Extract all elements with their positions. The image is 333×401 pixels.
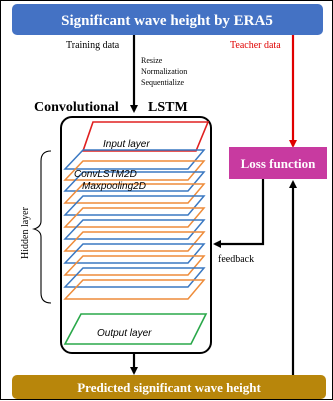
title-box bbox=[12, 4, 323, 35]
title-text: Significant wave height by ERA5 bbox=[61, 13, 273, 29]
hidden-plane-2 bbox=[63, 160, 206, 181]
hidden-layer-planes bbox=[63, 149, 206, 300]
hidden-plane-12 bbox=[63, 279, 206, 300]
hidden-plane-4 bbox=[63, 183, 206, 204]
training-data-label: Training data bbox=[66, 40, 120, 51]
maxpooling-label: Maxpooling2D bbox=[82, 181, 146, 192]
hidden-layer-brace bbox=[32, 150, 52, 304]
model-box bbox=[60, 116, 212, 354]
hidden-plane-7 bbox=[63, 219, 206, 240]
hidden-plane-9 bbox=[63, 243, 206, 264]
model-title-left: Convolutional bbox=[34, 100, 119, 115]
output-layer-label: Output layer bbox=[97, 328, 152, 339]
model-title-right: LSTM bbox=[148, 100, 188, 115]
output-box bbox=[12, 375, 326, 399]
feedback-label: feedback bbox=[218, 254, 254, 265]
loss-function-box bbox=[229, 147, 327, 179]
hidden-plane-8 bbox=[63, 231, 206, 252]
convlstm-label: ConvLSTM2D bbox=[74, 169, 137, 180]
hidden-plane-3 bbox=[63, 171, 206, 192]
hidden-layer-label: Hidden layer bbox=[20, 206, 31, 259]
input-layer-label: Input layer bbox=[103, 139, 150, 150]
preprocess-step-sequentialize: Sequentialize bbox=[141, 78, 185, 87]
hidden-plane-11 bbox=[63, 267, 206, 288]
output-layer-plane bbox=[63, 313, 208, 345]
output-text: Predicted significant wave height bbox=[77, 380, 261, 395]
teacher-data-label: Teacher data bbox=[230, 40, 281, 51]
preprocess-step-resize: Resize bbox=[141, 56, 163, 65]
hidden-plane-6 bbox=[63, 207, 206, 228]
feedback-arrow bbox=[213, 179, 265, 248]
hidden-plane-5 bbox=[63, 195, 206, 216]
hidden-plane-10 bbox=[63, 255, 206, 276]
hidden-plane-1 bbox=[63, 149, 206, 170]
preprocess-step-normalization: Normalization bbox=[141, 67, 187, 76]
input-layer-plane bbox=[81, 121, 210, 152]
loss-function-text: Loss function bbox=[241, 156, 317, 171]
